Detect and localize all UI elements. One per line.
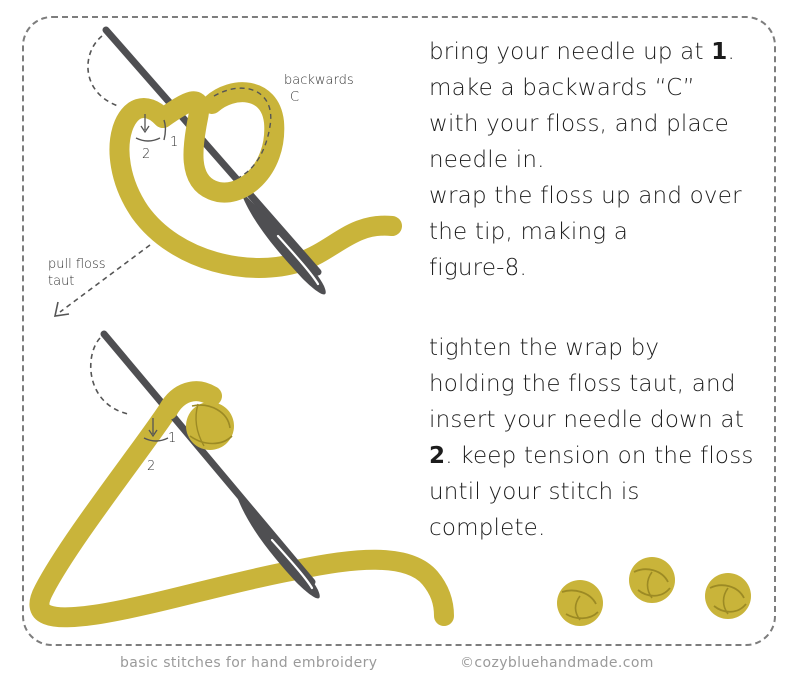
instruction-line: figure-8. (429, 255, 528, 281)
floss-wrap-dash-top (213, 87, 272, 179)
bottom-hole-2-number: 2 (147, 459, 156, 474)
floss-loop-top (109, 98, 402, 278)
instruction-line: insert your needle down at (429, 407, 744, 433)
step-2-instructions: tighten the wrap by holding the floss tau… (429, 330, 774, 546)
pull-arrow-top (59, 244, 151, 313)
backwards-label-line1: backwards (284, 73, 354, 88)
pull-label-line1: pull floss (48, 257, 106, 272)
guide-arc-bottom (89, 337, 129, 415)
guide-arc-top (87, 35, 119, 107)
instruction-line: make a backwards “C” (429, 75, 695, 101)
floss-wrap-top (153, 82, 285, 203)
backwards-c-label: backwards C (284, 72, 354, 106)
instruction-line: tighten the wrap by (429, 335, 660, 361)
step-point-number: 1 (711, 39, 728, 65)
pull-floss-label: pull floss taut (48, 256, 106, 290)
instruction-line: holding the floss taut, and (429, 371, 736, 397)
card-border (22, 16, 776, 646)
instruction-line: wrap the floss up and over (429, 183, 742, 209)
top-hole-1-number: 1 (170, 135, 179, 150)
step-2-illustration (29, 330, 454, 628)
down-arrow-top (140, 114, 150, 134)
floss-knot-bottom (158, 381, 234, 450)
down-arrow-bottom (148, 418, 158, 438)
instruction-line: 2. keep tension on the floss (429, 443, 754, 469)
instruction-line: until your stitch is (429, 479, 640, 505)
bottom-hole-1-number: 1 (168, 431, 177, 446)
instruction-line: needle in. (429, 147, 545, 173)
hole-arc-2-bottom (143, 437, 169, 442)
finished-knot-2 (629, 557, 675, 603)
needle-top (102, 26, 326, 295)
pull-label-line2: taut (48, 274, 75, 289)
top-hole-2-number: 2 (142, 147, 151, 162)
step-point-number: 2 (429, 443, 446, 469)
footer-copyright: ©cozybluehandmade.com (460, 655, 654, 671)
finished-knot-1 (557, 580, 603, 626)
needle-bottom (100, 330, 320, 599)
step-1-instructions: bring your needle up at 1. make a backwar… (429, 34, 774, 286)
hole-arc-2-top (135, 137, 161, 142)
instruction-line: bring your needle up at 1. (429, 39, 735, 65)
footer-caption: basic stitches for hand embroidery (120, 655, 378, 671)
hole-arc-1-top (163, 119, 167, 141)
step-1-illustration (53, 26, 402, 317)
pull-arrowhead-top (53, 301, 70, 317)
instruction-line: complete. (429, 515, 546, 541)
finished-knot-3 (705, 573, 751, 619)
instruction-line: with your floss, and place (429, 111, 729, 137)
backwards-label-line2: C (290, 90, 300, 105)
instruction-line: the tip, making a (429, 219, 629, 245)
floss-triangle-bottom (29, 400, 454, 628)
